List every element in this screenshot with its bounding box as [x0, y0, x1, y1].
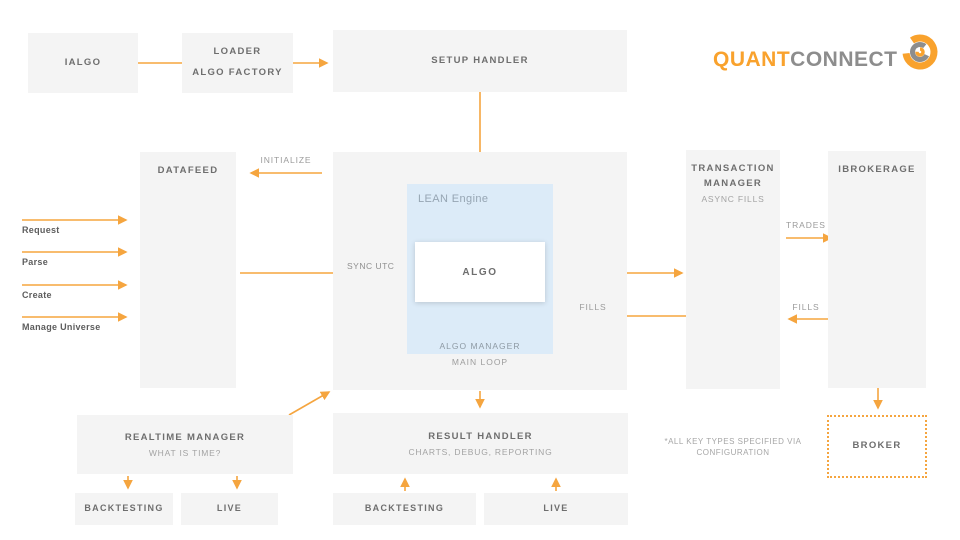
algo-manager-label: ALGO MANAGER [439, 341, 521, 351]
initialize-label: INITIALIZE [260, 155, 312, 165]
ialgo-box: IALGO [28, 33, 138, 93]
trades-label: TRADES [786, 220, 826, 230]
live-center-box: LIVE [484, 493, 628, 525]
realtime-manager-box: REALTIME MANAGER WHAT IS TIME? [77, 415, 293, 474]
result-handler-subtitle: CHARTS, DEBUG, REPORTING [408, 447, 553, 458]
live-center-title: LIVE [543, 503, 569, 514]
backtesting-left-title: BACKTESTING [84, 503, 164, 514]
live-left-title: LIVE [216, 503, 243, 514]
quantconnect-logo: QUANTCONNECT [713, 34, 940, 72]
setup-handler-title: SETUP HANDLER [431, 54, 529, 66]
ialgo-title: IALGO [64, 56, 102, 68]
transaction-manager-box: TRANSACTION MANAGER ASYNC FILLS [686, 150, 780, 389]
loader-box: LOADER ALGO FACTORY [182, 33, 293, 93]
configuration-note: *ALL KEY TYPES SPECIFIED VIA CONFIGURATI… [653, 436, 813, 458]
backtesting-left-box: BACKTESTING [75, 493, 173, 525]
setup-handler-box: SETUP HANDLER [333, 30, 627, 92]
broker-title: BROKER [852, 440, 902, 452]
parse-label: Parse [22, 257, 49, 267]
fills-right-label: FILLS [792, 302, 820, 312]
algo-title: ALGO [462, 266, 498, 278]
transaction-manager-subtitle: ASYNC FILLS [701, 194, 765, 205]
result-handler-title: RESULT HANDLER [428, 430, 533, 442]
arrow-realtime-to-mainloop [288, 391, 331, 416]
transaction-manager-title: TRANSACTION MANAGER [691, 163, 775, 189]
algo-box: ALGO [415, 242, 545, 302]
algo-factory-title: ALGO FACTORY [192, 67, 283, 79]
backtesting-center-title: BACKTESTING [364, 503, 445, 514]
ibrokerage-title: IBROKERAGE [838, 164, 916, 175]
configuration-note-line2: CONFIGURATION [696, 448, 770, 457]
lean-engine-title: LEAN Engine [418, 193, 489, 205]
realtime-manager-title: REALTIME MANAGER [124, 431, 246, 443]
loader-title: LOADER [213, 46, 262, 57]
datafeed-title: DATAFEED [157, 165, 219, 176]
datafeed-box: DATAFEED [140, 152, 236, 388]
configuration-note-line1: *ALL KEY TYPES SPECIFIED VIA [664, 437, 802, 446]
fills-center-label: FILLS [579, 302, 607, 312]
logo-text: QUANTCONNECT [713, 49, 898, 70]
sync-utc-label: SYNC UTC [347, 261, 395, 271]
realtime-manager-subtitle: WHAT IS TIME? [148, 448, 222, 459]
logo-connect-text: CONNECT [790, 47, 898, 71]
live-left-box: LIVE [181, 493, 278, 525]
quantconnect-swirl-icon [902, 34, 938, 70]
result-handler-box: RESULT HANDLER CHARTS, DEBUG, REPORTING [333, 413, 628, 474]
backtesting-center-box: BACKTESTING [333, 493, 476, 525]
manage-universe-label: Manage Universe [22, 322, 101, 332]
request-label: Request [22, 225, 60, 235]
create-label: Create [22, 290, 52, 300]
logo-quant-text: QUANT [713, 47, 791, 71]
main-loop-label: MAIN LOOP [451, 357, 509, 367]
broker-box: BROKER [827, 415, 927, 478]
ibrokerage-box: IBROKERAGE [828, 151, 926, 388]
